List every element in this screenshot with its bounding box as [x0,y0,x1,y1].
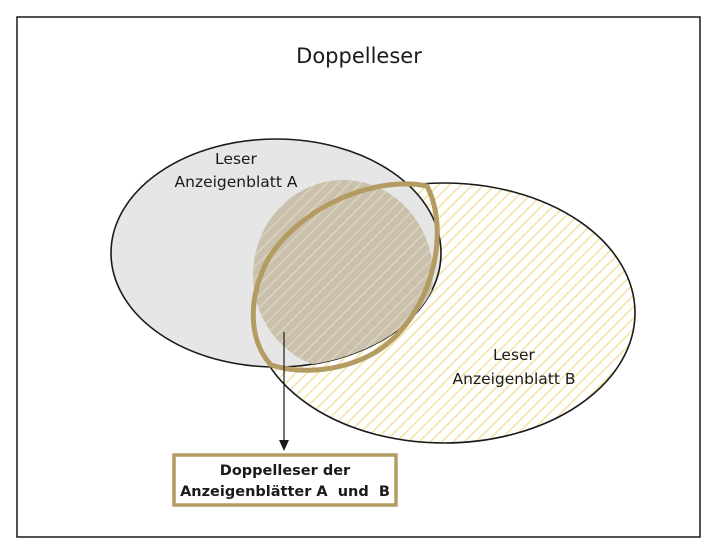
callout-box [172,453,398,507]
diagram-title: Doppelleser [296,44,422,68]
set-b-label-line2: Anzeigenblatt B [453,370,576,388]
callout-arrow-head [279,440,289,451]
set-a-label-line1: Leser [215,150,258,168]
set-b-label-line1: Leser [493,346,536,364]
callout-line2: Anzeigenblätter A und B [180,484,390,500]
overlap-outline [250,181,440,373]
set-a-label-line2: Anzeigenblatt A [175,173,298,191]
callout-line1: Doppelleser der [220,463,351,479]
